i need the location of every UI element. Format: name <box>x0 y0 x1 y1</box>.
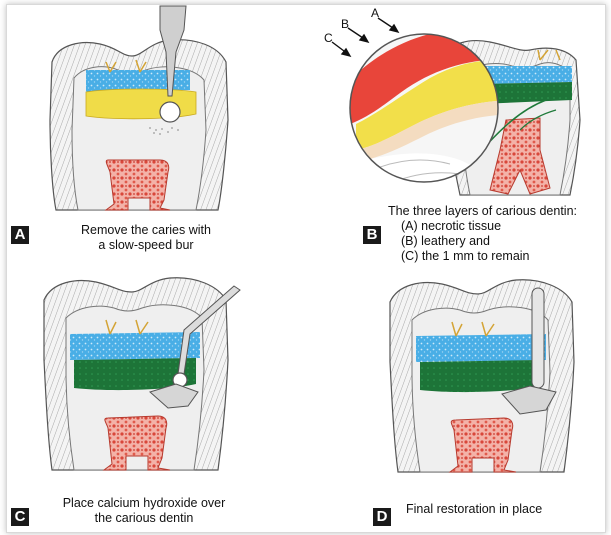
panel-label-d: D <box>373 508 391 526</box>
layer-label-b: B <box>341 17 349 31</box>
bur-head <box>160 102 180 122</box>
panel-d-caption: Final restoration in place <box>406 502 606 517</box>
layer-label-a: A <box>371 6 379 20</box>
panel-label-b: B <box>363 226 381 244</box>
panel-c-tooth <box>44 278 240 470</box>
panel-d-tooth <box>390 280 574 472</box>
layer-label-c: C <box>324 31 333 45</box>
caption-line: Remove the caries with <box>56 223 236 238</box>
plugger-instrument <box>532 288 544 388</box>
caption-line: the carious dentin <box>34 511 254 526</box>
panel-a-tooth <box>50 6 228 210</box>
caption-item: (A) necrotic tissue <box>388 219 608 234</box>
caption-item: (B) leathery and <box>388 234 608 249</box>
panel-a-caption: Remove the caries with a slow-speed bur <box>56 223 236 253</box>
panel-label-a: A <box>11 226 29 244</box>
remaining-dentin-layer <box>420 360 542 392</box>
dentin-blue-layer <box>416 334 546 362</box>
caption-line: Place calcium hydroxide over <box>34 496 254 511</box>
caption-line: a slow-speed bur <box>56 238 236 253</box>
caption-item: (C) the 1 mm to remain <box>388 249 608 264</box>
panel-b-caption: The three layers of carious dentin: (A) … <box>388 204 608 264</box>
panel-label-c: C <box>11 508 29 526</box>
caption-title: The three layers of carious dentin: <box>388 204 608 219</box>
panel-c-caption: Place calcium hydroxide over the carious… <box>34 496 254 526</box>
caption-line: Final restoration in place <box>406 502 606 517</box>
panel-b-tooth <box>332 18 580 195</box>
